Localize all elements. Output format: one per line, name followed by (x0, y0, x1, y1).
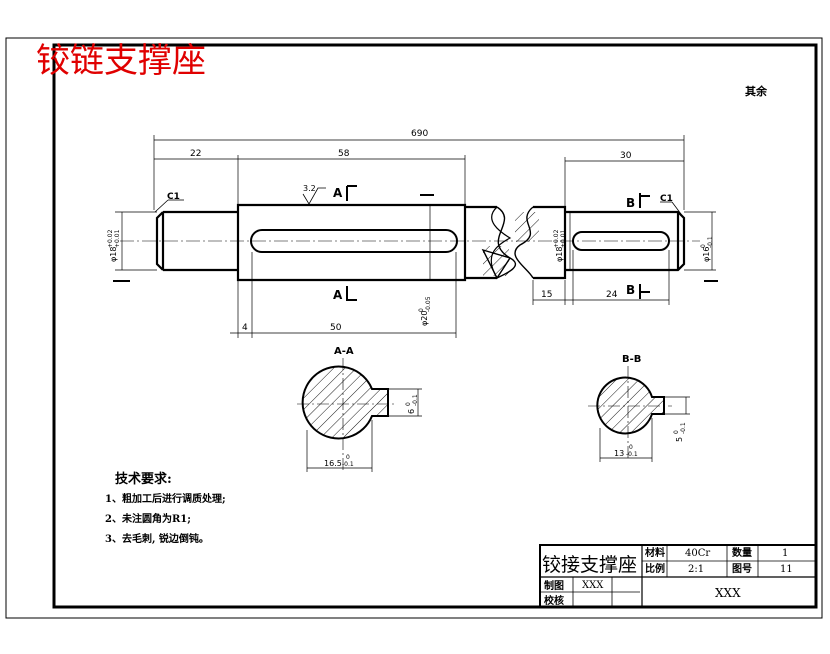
chamfer-left: C1 (167, 192, 180, 202)
tb-material-label: 材料 (645, 546, 665, 559)
dim-dia-left: φ18 (109, 247, 118, 262)
bb-dim-tol: -0.1 (626, 451, 638, 458)
dim-dia-end-tol: -0.1 (707, 236, 714, 248)
tb-scale-value: 2:1 (688, 564, 704, 575)
dim-seg-mid: 58 (338, 149, 350, 159)
section-bb (588, 366, 690, 462)
tb-qty-label: 数量 (732, 546, 752, 559)
tb-check-label: 校核 (544, 594, 564, 607)
tech-req-item-1: 1、粗加工后进行调质处理; (105, 492, 226, 505)
section-aa-title: A-A (334, 346, 354, 357)
red-title: 铰链支撑座 (36, 41, 206, 81)
roughness-value: 3.2 (303, 184, 316, 193)
tb-drawn-label: 制图 (544, 579, 564, 592)
section-aa (297, 358, 422, 472)
shaft-left-segment (155, 210, 238, 272)
tech-req-item-2: 2、未注圆角为R1; (105, 512, 191, 525)
dim-seg-right: 30 (620, 151, 632, 161)
bb-dim: 13 (614, 449, 624, 458)
dim-dia-right-tol-lo: +0.01 (560, 229, 567, 248)
section-mark-a-bottom: A (333, 288, 343, 302)
dim-dia-mid: φ20 (420, 311, 429, 326)
tb-scale-label: 比例 (645, 562, 665, 575)
tb-drawing-no-value: 11 (780, 564, 793, 575)
dim-key-width: 50 (330, 323, 342, 333)
aa-key-zero: 0 (405, 402, 412, 406)
bb-key-tol: -0.1 (680, 422, 687, 434)
bb-dim-zero: 0 (629, 444, 633, 451)
tb-part-name: 铰接支撑座 (542, 554, 637, 576)
aa-key-tol: -0.1 (412, 394, 419, 406)
dim-dia-mid-tol: -0.05 (425, 296, 432, 312)
tb-drawn-value: XXX (582, 580, 604, 591)
dim-dia-left-tol-up: +0.02 (107, 229, 114, 248)
section-bb-title: B-B (622, 354, 641, 365)
tech-req-heading: 技术要求: (115, 471, 172, 487)
inner-frame (52, 43, 818, 609)
dim-dia-end: φ16 (702, 247, 711, 262)
aa-dim-zero: 0 (346, 454, 350, 461)
tb-drawing-no-label: 图号 (732, 563, 752, 575)
shaft-neck (465, 205, 497, 280)
dim-key-offset: 4 (242, 323, 248, 333)
dim-dia-end-zero: 0 (700, 244, 707, 248)
tb-qty-value: 1 (782, 548, 788, 559)
bb-key: 5 (675, 437, 684, 442)
section-mark-a-top: A (333, 186, 343, 200)
chamfer-right: C1 (660, 194, 673, 204)
section-mark-b-bottom: B (626, 283, 635, 297)
keyway-b (572, 231, 670, 251)
shaft-right-segment (533, 205, 686, 280)
dimension-text: 690 22 58 30 4 50 15 24 φ18 +0.02 +0.01 … (107, 129, 714, 333)
dim-dia-right: φ18 (555, 247, 564, 262)
keyway-a (250, 229, 458, 253)
bb-key-zero: 0 (673, 430, 680, 434)
title-block (539, 544, 817, 608)
dim-gap-15: 15 (541, 290, 552, 300)
shaft-middle-segment (236, 203, 467, 282)
aa-dim-tol: -0.1 (342, 461, 354, 468)
aa-dim: 16.5 (324, 459, 342, 468)
dim-overall: 690 (411, 129, 428, 139)
tb-material-value: 40Cr (685, 548, 710, 559)
dim-seg-left: 22 (190, 149, 201, 159)
annotations (154, 187, 682, 215)
break-hatch-left (490, 206, 512, 279)
dim-key2-24: 24 (606, 290, 618, 300)
dim-dia-right-tol-up: +0.02 (553, 229, 560, 248)
dim-dia-mid-zero: 0 (418, 308, 425, 312)
roughness-symbol (302, 187, 326, 205)
shaft-main-view (120, 203, 700, 282)
edge-ticks (113, 194, 718, 282)
surface-note: 其余 (745, 84, 768, 98)
section-mark-b-top: B (626, 196, 635, 210)
tb-org-value: XXX (715, 586, 741, 600)
tech-req-item-3: 3、去毛刺, 锐边倒钝。 (105, 532, 209, 545)
dimension-lines (115, 135, 716, 338)
outer-border (5, 37, 823, 619)
dim-dia-left-tol-lo: +0.01 (114, 229, 121, 248)
section-cut-marks (346, 185, 650, 301)
aa-key: 6 (407, 409, 416, 414)
break-right (514, 206, 534, 279)
